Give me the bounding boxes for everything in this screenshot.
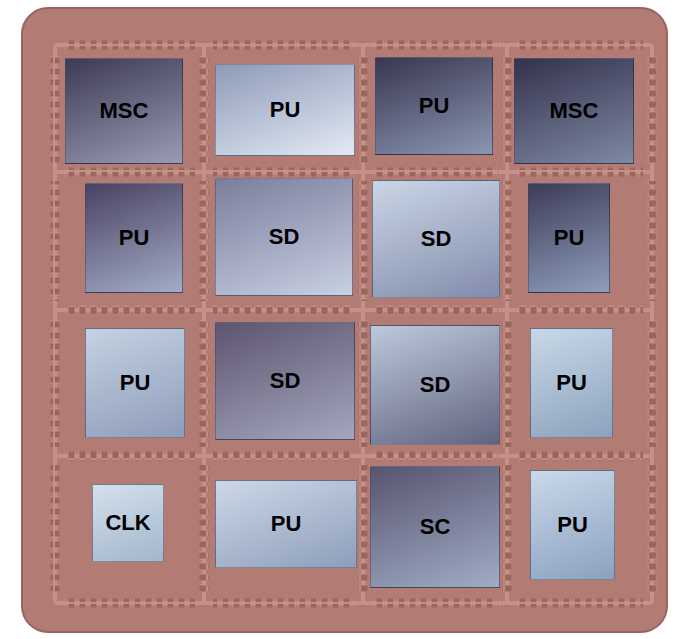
chip-label: PU <box>554 225 585 251</box>
gutter-channels <box>55 45 652 603</box>
chip-die: SD <box>372 180 500 298</box>
bond-pad-column <box>648 465 657 594</box>
chip-label: PU <box>120 370 151 396</box>
bond-pad-column <box>200 465 209 594</box>
bond-pad-row <box>516 306 643 315</box>
bond-pad-row <box>516 452 643 461</box>
chip-die: PU <box>528 183 610 293</box>
chip-die: SD <box>370 325 500 445</box>
chip-label: MSC <box>550 98 599 124</box>
bond-pad-column <box>503 465 512 594</box>
bond-pad-row <box>516 599 643 608</box>
chip-label: PU <box>556 370 587 396</box>
chip-label: SD <box>269 224 300 250</box>
chip-die: PU <box>215 480 357 568</box>
chip-label: SC <box>420 514 451 540</box>
bond-pad-row <box>372 306 498 315</box>
bond-pad-column <box>200 54 209 163</box>
chip-die: SC <box>370 466 500 588</box>
bond-pad-row <box>516 168 643 177</box>
bond-pad-column <box>51 181 60 301</box>
bond-pad-row <box>64 168 195 177</box>
bond-pad-row <box>213 168 354 177</box>
bond-pad-row <box>64 41 195 50</box>
chip-label: SD <box>420 372 451 398</box>
bond-pads <box>51 41 657 608</box>
chip-die: PU <box>215 64 355 156</box>
bond-pad-column <box>200 319 209 447</box>
chip-label: PU <box>271 511 302 537</box>
bond-pad-row <box>213 41 354 50</box>
bond-pad-row <box>372 452 498 461</box>
bond-pad-column <box>503 319 512 447</box>
bond-pad-row <box>372 599 498 608</box>
bond-pad-column <box>648 54 657 163</box>
chip-label: PU <box>419 93 450 119</box>
chip-die: CLK <box>92 484 164 562</box>
bond-pad-row <box>213 452 354 461</box>
bond-pad-column <box>648 319 657 447</box>
bond-pad-column <box>51 54 60 163</box>
bond-pad-column <box>359 181 368 301</box>
bond-pad-row <box>64 306 195 315</box>
bond-pad-column <box>200 181 209 301</box>
chip-die: MSC <box>65 58 183 164</box>
chip-die: MSC <box>514 58 634 164</box>
chip-die: PU <box>375 57 493 155</box>
chip-die: PU <box>85 328 185 438</box>
chip-label: MSC <box>100 98 149 124</box>
bond-pad-column <box>51 319 60 447</box>
bond-pad-column <box>648 181 657 301</box>
chip-die: PU <box>530 470 615 580</box>
bond-pad-column <box>359 465 368 594</box>
bond-pad-column <box>51 465 60 594</box>
bond-pad-row <box>516 41 643 50</box>
bond-pad-column <box>503 181 512 301</box>
bond-pad-row <box>372 168 498 177</box>
chip-label: PU <box>270 97 301 123</box>
substrate <box>22 8 667 632</box>
chip-die: SD <box>215 178 353 296</box>
bond-pad-row <box>64 599 195 608</box>
bond-pad-row <box>372 41 498 50</box>
bond-pad-column <box>359 54 368 163</box>
bond-pad-column <box>503 54 512 163</box>
bond-pad-row <box>213 599 354 608</box>
chip-die: PU <box>85 183 183 293</box>
bond-pad-column <box>359 319 368 447</box>
chip-label: PU <box>119 225 150 251</box>
bond-pad-row <box>64 452 195 461</box>
chip-label: SD <box>270 368 301 394</box>
bond-pad-row <box>213 306 354 315</box>
chip-die: SD <box>215 322 355 440</box>
chip-label: SD <box>421 226 452 252</box>
chip-die: PU <box>530 328 613 438</box>
chip-label: PU <box>557 512 588 538</box>
chip-label: CLK <box>105 510 150 536</box>
